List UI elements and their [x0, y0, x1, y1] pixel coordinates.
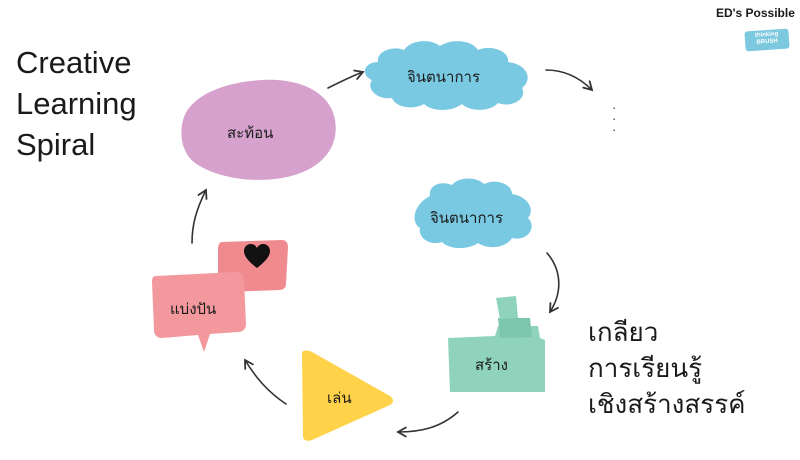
arrow-play-to-share [244, 358, 287, 405]
arrow-imagine-to-continue [545, 69, 594, 92]
diagram-title: Creative Learning Spiral [16, 42, 137, 165]
brand-badge-text: thinking BRUSH [744, 30, 789, 47]
dot-1: · [612, 100, 617, 115]
dot-3: · [612, 122, 617, 137]
brand-name: ED's Possible [716, 6, 795, 20]
thai-title-line-1: เกลียว [588, 318, 659, 348]
arrow-imagine-to-create [546, 252, 560, 314]
play-triangle [302, 350, 393, 441]
share-label: แบ่งปัน [170, 300, 217, 318]
reflect-label: สะท้อน [227, 124, 274, 142]
thai-title: เกลียว การเรียนรู้ เชิงสร้างสรรค์ [588, 315, 746, 423]
imagine-cloud-inner [414, 178, 532, 249]
play-label: เล่น [327, 389, 352, 407]
title-line-2: Learning [16, 86, 137, 121]
create-block-base [448, 326, 545, 392]
create-label: สร้าง [475, 356, 508, 374]
brand-badge: thinking BRUSH [744, 28, 790, 52]
thai-title-line-3: เชิงสร้างสรรค์ [588, 390, 746, 420]
title-line-3: Spiral [16, 127, 96, 162]
create-block-top [496, 296, 518, 319]
heart-icon [244, 244, 270, 268]
create-block-mid [498, 318, 532, 338]
arrow-share-to-reflect [191, 188, 208, 244]
thai-title-line-2: การเรียนรู้ [588, 354, 703, 384]
arrow-reflect-to-imagine [327, 69, 365, 89]
arrow-create-to-play [396, 411, 459, 438]
share-bubble-front [152, 272, 246, 352]
imagine-inner-label: จินตนาการ [430, 209, 504, 227]
title-line-1: Creative [16, 45, 132, 80]
reflect-blob [181, 79, 336, 180]
imagine-top-label: จินตนาการ [407, 68, 481, 86]
dot-2: · [612, 111, 617, 126]
continuation-dots: · · · [612, 100, 617, 137]
imagine-cloud-top [364, 41, 528, 110]
